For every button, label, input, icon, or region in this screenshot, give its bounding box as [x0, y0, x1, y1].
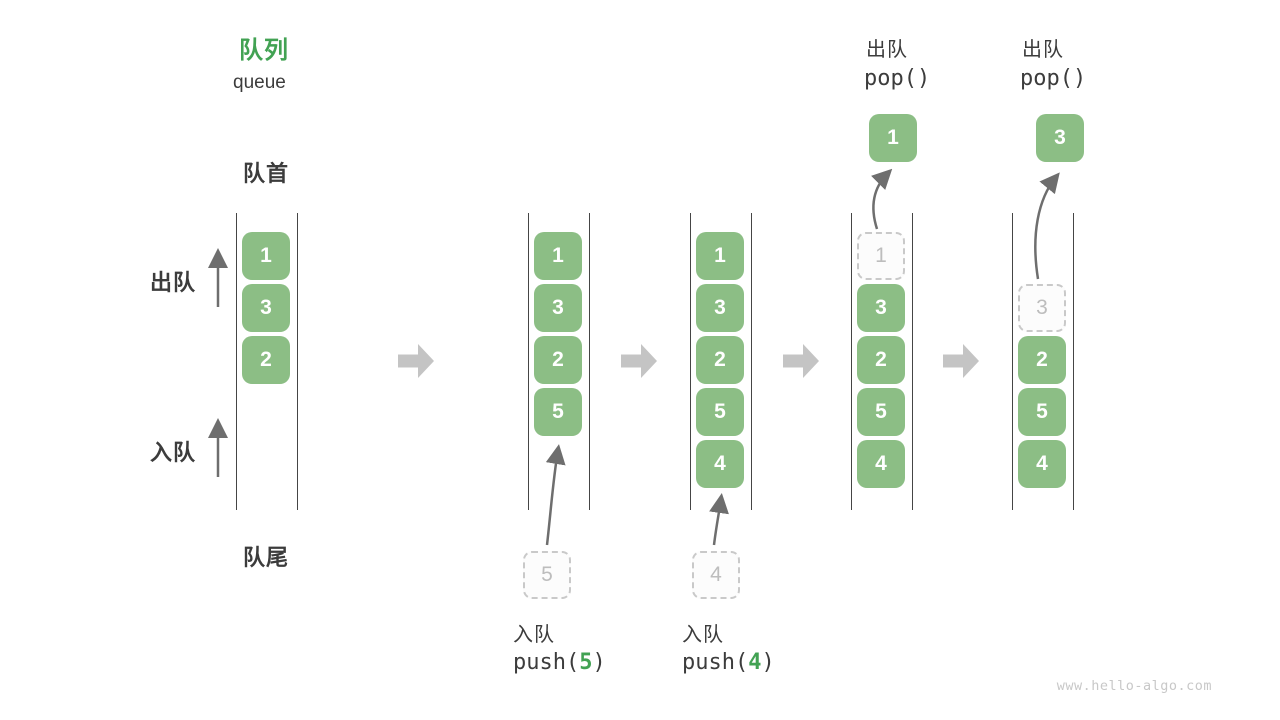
dequeue-side-label: 出队 — [150, 270, 197, 295]
queue-state-3: 1 3 2 5 4 — [690, 213, 752, 510]
push-code-arg: 5 — [579, 650, 593, 675]
diagram-title-zh: 队列 — [239, 37, 289, 64]
push-code: push(5) — [513, 650, 606, 675]
queue-state-5: 3 2 5 4 — [1012, 213, 1074, 510]
queue-item: 3 — [534, 284, 582, 332]
queue-rear-label: 队尾 — [243, 545, 290, 570]
push-code: push(4) — [682, 650, 775, 675]
popped-value: 1 — [869, 114, 917, 162]
queue-item: 5 — [857, 388, 905, 436]
queue-item: 2 — [696, 336, 744, 384]
queue-item: 5 — [696, 388, 744, 436]
staged-push-value: 5 — [523, 551, 571, 599]
queue-item: 2 — [1018, 336, 1066, 384]
queue-item: 2 — [534, 336, 582, 384]
queue-item: 1 — [242, 232, 290, 280]
push-code-suffix: ) — [592, 650, 606, 675]
queue-item: 2 — [857, 336, 905, 384]
push-code-suffix: ) — [761, 650, 775, 675]
dequeue-op-label: 出队 — [1022, 39, 1064, 61]
queue-item: 4 — [857, 440, 905, 488]
watermark: www.hello-algo.com — [1056, 678, 1212, 694]
queue-item: 1 — [534, 232, 582, 280]
popped-value: 3 — [1036, 114, 1084, 162]
enqueue-op-label: 入队 — [682, 624, 724, 646]
push-code-arg: 4 — [748, 650, 762, 675]
queue-state-2: 1 3 2 5 — [528, 213, 590, 510]
staged-push-value: 4 — [692, 551, 740, 599]
enqueue-op-label: 入队 — [513, 624, 555, 646]
queue-item: 5 — [1018, 388, 1066, 436]
queue-item: 3 — [857, 284, 905, 332]
pop-code: pop() — [1020, 66, 1087, 91]
queue-item-removed: 3 — [1018, 284, 1066, 332]
queue-state-1: 1 3 2 — [236, 213, 298, 510]
dequeue-op-label: 出队 — [866, 39, 908, 61]
pop-code: pop() — [864, 66, 931, 91]
queue-front-label: 队首 — [243, 161, 290, 186]
queue-item: 2 — [242, 336, 290, 384]
queue-item: 1 — [696, 232, 744, 280]
queue-item: 5 — [534, 388, 582, 436]
queue-item: 4 — [1018, 440, 1066, 488]
queue-state-4: 1 3 2 5 4 — [851, 213, 913, 510]
push-code-prefix: push( — [513, 650, 580, 675]
enqueue-side-label: 入队 — [150, 440, 197, 465]
diagram-title-en: queue — [233, 72, 286, 93]
push-code-prefix: push( — [682, 650, 749, 675]
queue-item: 3 — [242, 284, 290, 332]
queue-item-removed: 1 — [857, 232, 905, 280]
queue-item: 3 — [696, 284, 744, 332]
queue-item: 4 — [696, 440, 744, 488]
